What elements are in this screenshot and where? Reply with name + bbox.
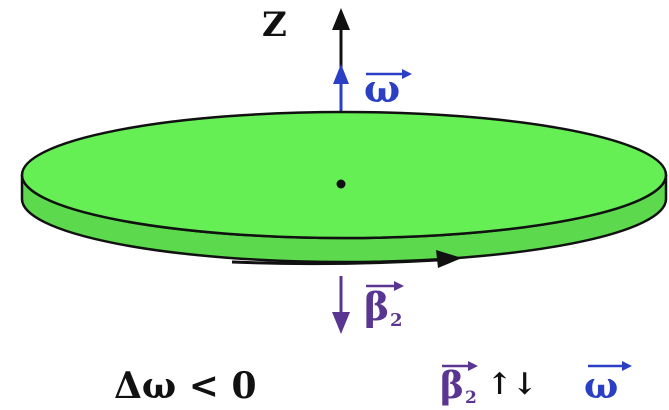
beta-label: β 2: [364, 281, 404, 331]
z-axis: [332, 8, 350, 72]
relation-beta-vector-arrow: [468, 361, 478, 371]
beta-label-subscript: 2: [390, 310, 403, 331]
relation-omega-symbol: ω: [584, 365, 618, 407]
z-axis-arrowhead: [332, 8, 350, 30]
omega-label-symbol: ω: [364, 66, 400, 111]
omega-label-vector-arrow: [402, 69, 412, 79]
beta-arrowhead: [332, 312, 350, 334]
delta-omega-inequality: Δω < 0: [114, 365, 257, 407]
omega-arrowhead: [333, 64, 349, 84]
disk-top-face: [22, 112, 666, 238]
beta-vector: [332, 276, 350, 334]
relation-beta-symbol: β: [440, 365, 464, 407]
relation-omega-vector-arrow: [622, 361, 632, 371]
z-axis-label: Z: [262, 5, 287, 45]
beta-label-symbol: β: [364, 284, 389, 329]
disk-center-dot: [337, 180, 346, 189]
antiparallel-relation: β 2 ↑↓ ω: [440, 361, 632, 408]
beta-label-vector-arrow: [394, 281, 404, 291]
disk: [22, 112, 666, 268]
relation-beta-subscript: 2: [465, 388, 477, 408]
relation-antiparallel-arrows: ↑↓: [487, 367, 537, 402]
omega-label: ω: [364, 66, 412, 111]
